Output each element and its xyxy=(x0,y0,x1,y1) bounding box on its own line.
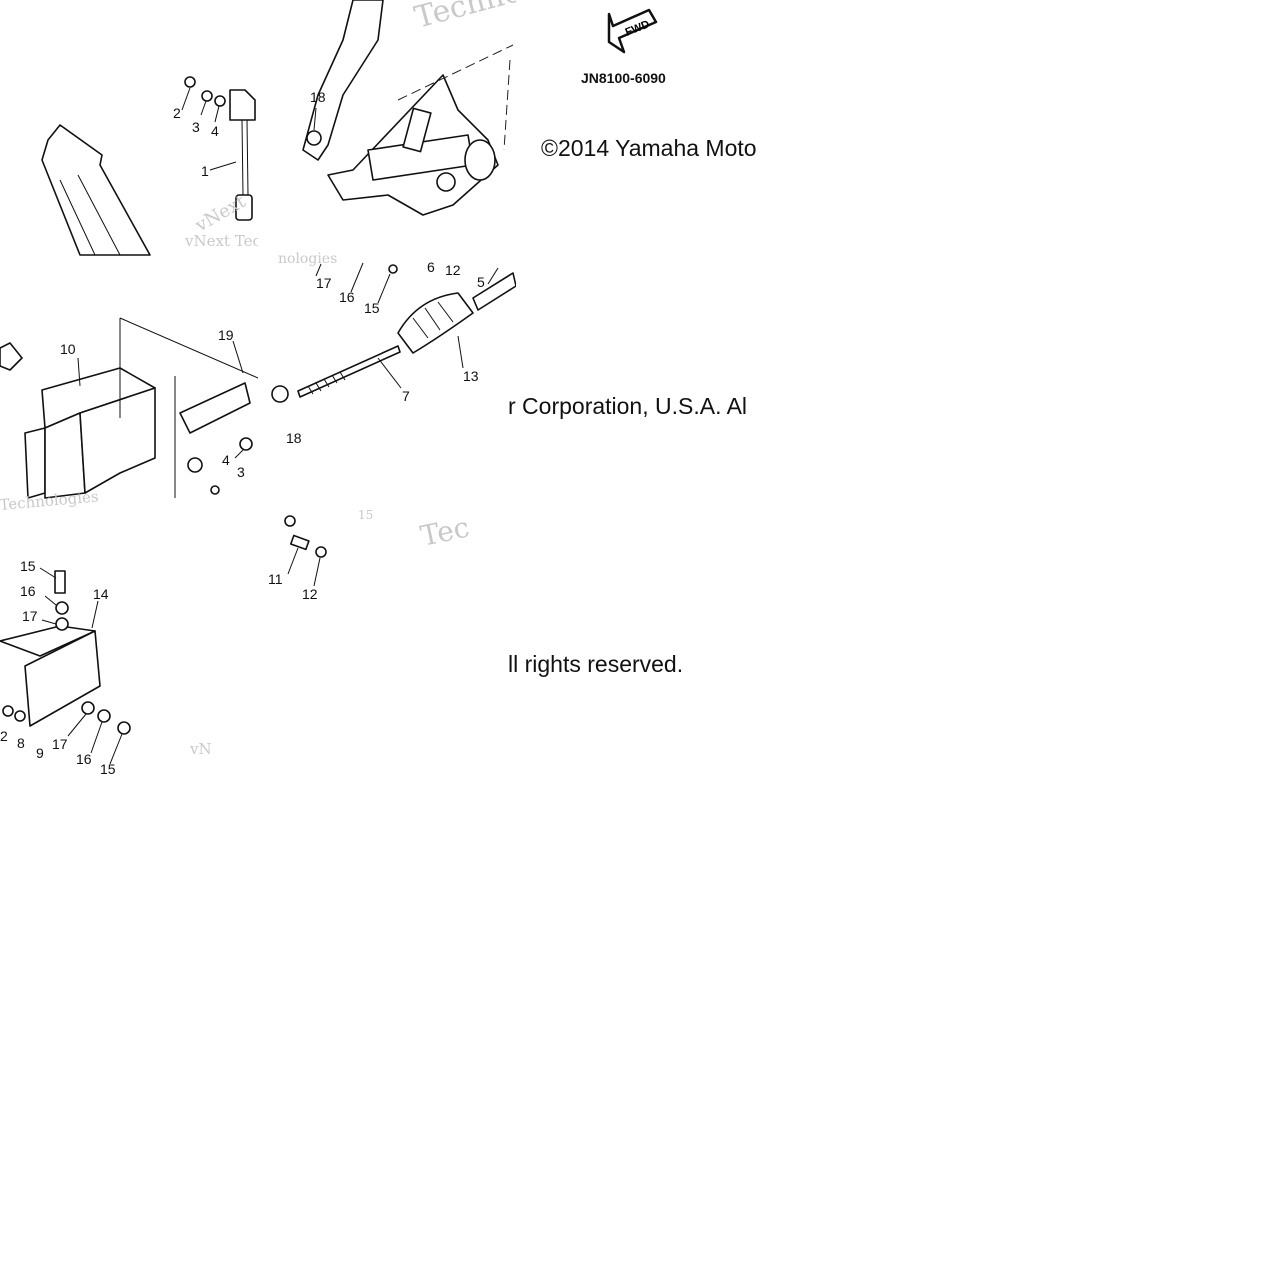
callout-t2-7: 19 xyxy=(218,327,234,343)
callout-t3-10: 11 xyxy=(268,571,283,587)
bolt-shape xyxy=(54,570,66,594)
callout-t2-5: 5 xyxy=(477,274,485,290)
callout-t3-8: 16 xyxy=(76,751,92,767)
callout-t3-6: 9 xyxy=(36,745,44,761)
callout-t2-4: 12 xyxy=(445,262,461,278)
watermark-2: vNext xyxy=(191,191,250,237)
clamp-shape xyxy=(229,89,256,121)
callout-t2-6: 10 xyxy=(60,341,76,357)
callout-t3-2: 17 xyxy=(22,608,38,624)
callout-t1-3: 1 xyxy=(201,163,209,179)
stud-bolt-shape xyxy=(289,534,310,551)
diagram-tile-bottom-left: 15 16 17 14 2 8 9 17 16 15 vN xyxy=(0,516,258,777)
nut-shape xyxy=(306,130,322,146)
diagram-code: JN8100-6090 xyxy=(581,70,666,86)
watermark-4: Technologies xyxy=(0,487,99,514)
callout-t3-0: 15 xyxy=(20,558,36,574)
watermark-5: Tec xyxy=(418,510,473,552)
plate-bracket-shape xyxy=(179,382,251,434)
diagram-tile-mid-left: 10 19 4 3 Technologies xyxy=(0,258,259,516)
watermark-0: Techno xyxy=(411,0,525,36)
callout-t3-3: 14 xyxy=(93,586,109,602)
watermark-3: nologies xyxy=(278,251,337,267)
callout-t3-7: 17 xyxy=(52,736,68,752)
callout-t2-3: 6 xyxy=(427,259,435,275)
callout-t2-11: 4 xyxy=(222,452,230,468)
pedal-arm-shape xyxy=(41,124,151,256)
diagram-tile-top-left: 2 3 4 1 vNext Tec vNext xyxy=(0,0,261,258)
pivot-shaft-shape xyxy=(464,139,496,181)
bolt-shape xyxy=(184,76,196,88)
fwd-arrow-icon: FWD xyxy=(607,8,658,54)
callout-t2-10: 18 xyxy=(286,430,302,446)
callout-t1-2: 4 xyxy=(211,123,219,139)
pedal-lever-shape xyxy=(302,0,384,161)
diagram-tile-mid-right: r Corporation, U.S.A. Al xyxy=(508,258,774,516)
watermark-6: vN xyxy=(189,740,212,758)
callout-t3-9: 15 xyxy=(100,761,116,777)
callout-t3-12: 15 xyxy=(358,508,373,522)
diagram-tile-bottom-right: ll rights reserved. xyxy=(508,516,774,774)
callout-t2-1: 16 xyxy=(339,289,355,305)
diagram-tile-bottom-mid: 11 12 15 Tec xyxy=(258,508,516,774)
spring-shape xyxy=(187,457,203,473)
copyright-part-2: r Corporation, U.S.A. Al xyxy=(508,393,748,419)
callout-t1-0: 2 xyxy=(173,105,181,121)
callout-t2-8: 13 xyxy=(463,368,479,384)
callout-t3-11: 12 xyxy=(302,586,318,602)
callout-t1-4: 18 xyxy=(310,89,326,105)
callout-t2-12: 3 xyxy=(237,464,245,480)
callout-t3-1: 16 xyxy=(20,583,36,599)
callout-t2-9: 7 xyxy=(402,388,410,404)
end-plate-face-shape xyxy=(24,630,101,727)
copyright-part-1: ©2014 Yamaha Moto xyxy=(541,135,757,161)
callout-t2-2: 15 xyxy=(364,300,380,316)
callout-t3-4: 2 xyxy=(0,728,8,744)
cover-side-shape xyxy=(24,427,46,499)
copyright-part-3: ll rights reserved. xyxy=(508,651,684,677)
end-fitting-shape xyxy=(0,342,23,371)
hex-nut-shape xyxy=(271,385,289,403)
threaded-rod-shape xyxy=(297,345,401,398)
watermark-1: vNext Tec xyxy=(184,232,261,250)
diagram-tile-top-mid: 18 Techno xyxy=(258,0,525,258)
cable-end-shape xyxy=(235,194,253,221)
diagram-tile-top-right: FWD JN8100-6090 ©2014 Yamaha Moto xyxy=(516,0,774,258)
diagram-tile-mid-mid: 17 16 15 6 12 5 13 7 18 nologies xyxy=(258,251,517,516)
callout-t2-0: 17 xyxy=(316,275,332,291)
callout-t1-1: 3 xyxy=(192,119,200,135)
callout-t3-5: 8 xyxy=(17,735,25,751)
